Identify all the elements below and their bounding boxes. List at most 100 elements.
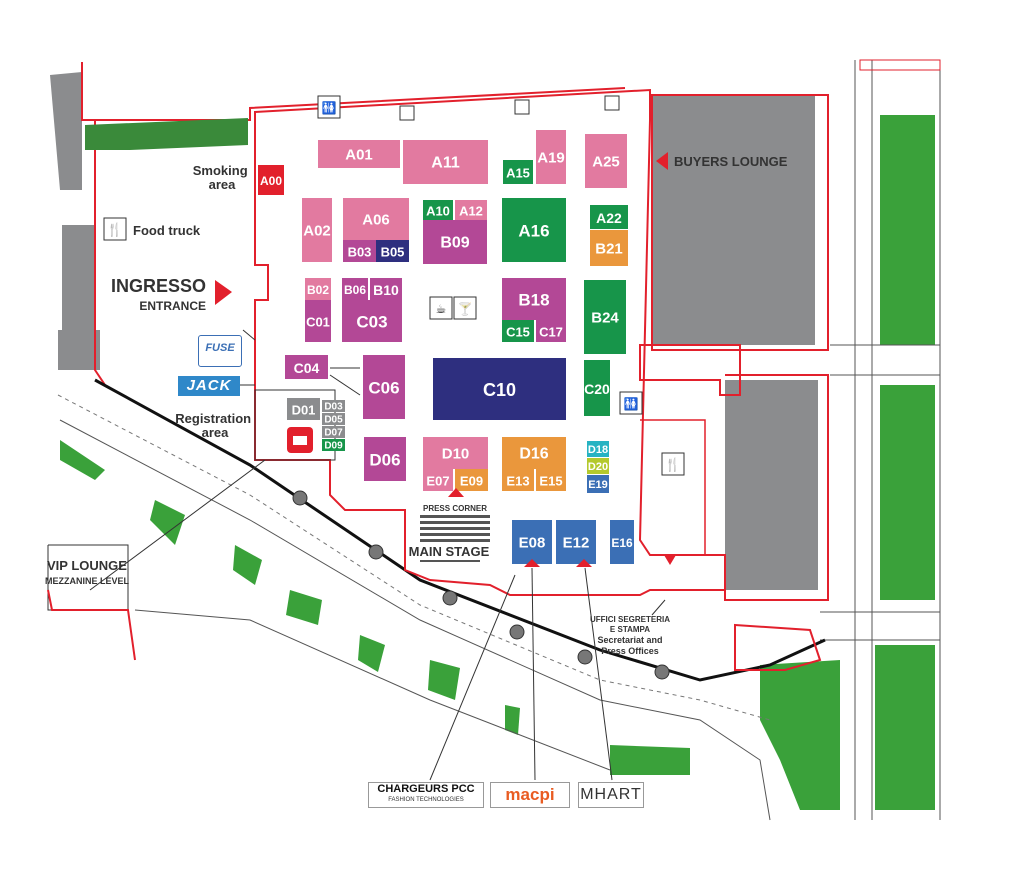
- booth-b18[interactable]: B18: [502, 278, 566, 320]
- booth-d20[interactable]: D20: [587, 458, 609, 474]
- booth-a00[interactable]: A00: [258, 165, 284, 195]
- booth-label: B21: [595, 241, 623, 258]
- building-strip-left-2: [62, 225, 95, 330]
- booth-rect: [364, 437, 406, 481]
- restroom-icon: 🚻: [317, 95, 341, 119]
- booth-e07[interactable]: E07: [423, 469, 453, 491]
- tree-icon: [509, 624, 525, 640]
- booth-e16[interactable]: E16: [610, 520, 634, 564]
- booth-label: A15: [506, 166, 530, 181]
- booth-d01[interactable]: D01: [287, 398, 320, 420]
- booth-rect: [285, 355, 328, 379]
- tree-icon: [442, 590, 458, 606]
- booth-a01[interactable]: A01: [318, 140, 400, 168]
- booth-rect: [258, 165, 284, 195]
- booth-d03[interactable]: D03: [322, 400, 345, 413]
- booth-d09[interactable]: D09: [322, 439, 345, 452]
- booth-a22[interactable]: A22: [590, 205, 628, 229]
- booth-label: A16: [518, 222, 549, 241]
- booth-c17[interactable]: C17: [536, 320, 566, 342]
- booth-d07[interactable]: D07: [322, 426, 345, 439]
- booth-c20[interactable]: C20: [584, 360, 610, 416]
- booth-rect: [455, 200, 487, 220]
- booth-b21[interactable]: B21: [590, 230, 628, 266]
- tree-icon: [577, 649, 593, 665]
- booth-label: B18: [518, 291, 549, 310]
- booth-rect: [502, 469, 534, 491]
- booth-e15[interactable]: E15: [536, 469, 566, 491]
- booth-b05[interactable]: B05: [376, 240, 409, 262]
- booth-label: D07: [324, 428, 343, 439]
- booth-e12[interactable]: E12: [556, 520, 596, 564]
- booth-c06[interactable]: C06: [363, 355, 405, 419]
- uffici-line1: UFFICI SEGRETERIA: [590, 615, 670, 624]
- vip-lounge-label: VIP LOUNGE: [47, 558, 127, 573]
- booth-d16[interactable]: D16: [502, 437, 566, 469]
- road-center: [57, 394, 771, 721]
- building-strip-left: [50, 72, 82, 190]
- booth-e13[interactable]: E13: [502, 469, 534, 491]
- booth-label: A02: [303, 223, 331, 240]
- booth-c10[interactable]: C10: [433, 358, 566, 420]
- booth-c15[interactable]: C15: [502, 320, 534, 342]
- booth-c03[interactable]: C03: [342, 300, 402, 342]
- booth-rect: [322, 439, 345, 451]
- booth-b09[interactable]: B09: [423, 220, 487, 264]
- booth-rect: [423, 200, 453, 220]
- svg-text:☕: ☕: [436, 302, 447, 316]
- booth-label: D05: [324, 415, 343, 426]
- booth-b02[interactable]: B02: [305, 278, 331, 300]
- jack-logo-text: JACK: [186, 377, 232, 394]
- registration-line1: Registration: [175, 411, 251, 426]
- booth-a11[interactable]: A11: [403, 140, 488, 184]
- booth-d06[interactable]: D06: [364, 437, 406, 481]
- booth-c01[interactable]: C01: [305, 300, 331, 342]
- booth-rect: [502, 437, 566, 469]
- booth-label: E13: [506, 474, 529, 489]
- booth-b03[interactable]: B03: [343, 240, 376, 262]
- booth-b24[interactable]: B24: [584, 280, 626, 354]
- inner-wall: [640, 419, 706, 555]
- booth-a19[interactable]: A19: [536, 130, 566, 184]
- fuse-pointer: [242, 329, 256, 341]
- building-lower-right: [734, 623, 822, 671]
- booth-rect: [587, 458, 609, 474]
- booth-label: E15: [539, 474, 562, 489]
- booth-a10[interactable]: A10: [423, 200, 453, 220]
- booth-e19[interactable]: E19: [587, 475, 609, 493]
- booth-d05[interactable]: D05: [322, 413, 345, 426]
- booth-d10[interactable]: D10: [423, 437, 488, 469]
- booth-rect: [433, 358, 566, 420]
- macpi-pointer-line: [531, 567, 536, 781]
- booth-label: B05: [381, 245, 405, 260]
- booth-rect: [587, 441, 609, 457]
- booth-rect: [318, 140, 400, 168]
- booth-a02[interactable]: A02: [302, 198, 332, 262]
- booth-a25[interactable]: A25: [585, 134, 627, 188]
- info-box: [604, 95, 620, 111]
- booth-d18[interactable]: D18: [587, 441, 609, 457]
- booth-b10[interactable]: B10: [370, 278, 402, 300]
- registration-line2: area: [202, 425, 230, 440]
- booth-a16[interactable]: A16: [502, 198, 566, 262]
- green-area-right-mid: [880, 385, 935, 600]
- booth-e09[interactable]: E09: [455, 469, 488, 491]
- booth-rect: [610, 520, 634, 564]
- booth-a06[interactable]: A06: [343, 198, 409, 240]
- booth-rect: [342, 278, 368, 300]
- booth-a12[interactable]: A12: [455, 200, 487, 220]
- green-strip: [428, 660, 460, 700]
- green-strip: [286, 590, 322, 625]
- booth-c04[interactable]: C04: [285, 355, 328, 379]
- booth-b06[interactable]: B06: [342, 278, 368, 300]
- camera-icon: [287, 427, 313, 453]
- booth-label: E07: [426, 474, 449, 489]
- booth-label: E08: [519, 535, 546, 552]
- svg-text:🚻: 🚻: [624, 397, 639, 411]
- booth-a15[interactable]: A15: [503, 160, 533, 184]
- booth-e08[interactable]: E08: [512, 520, 552, 564]
- building-strip-left-3: [58, 330, 100, 370]
- smoking-line2: area: [209, 177, 237, 192]
- booth-label: A12: [459, 204, 483, 219]
